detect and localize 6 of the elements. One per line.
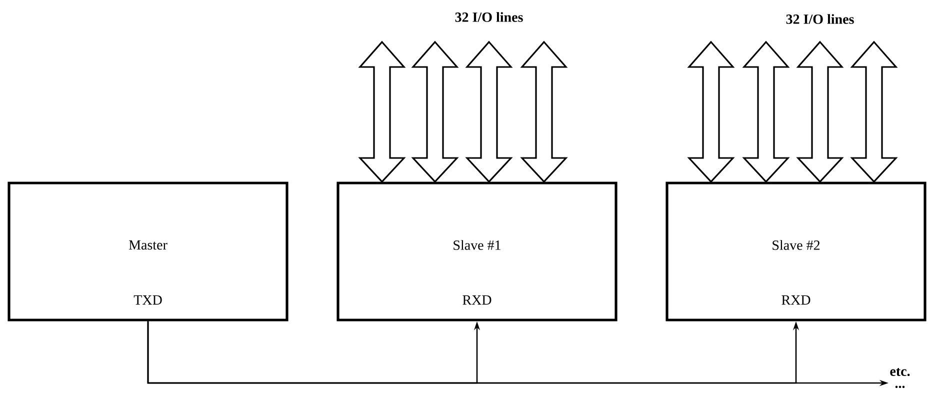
chip-box: Slave #2 RXD xyxy=(666,182,926,322)
chip-box: Slave #1 RXD xyxy=(336,182,618,322)
continuation-text: etc. ... xyxy=(890,368,910,388)
label: 32 I/O lines xyxy=(455,12,523,22)
chip-box: Master TXD xyxy=(8,182,288,322)
label: 32 I/O lines xyxy=(786,14,854,24)
